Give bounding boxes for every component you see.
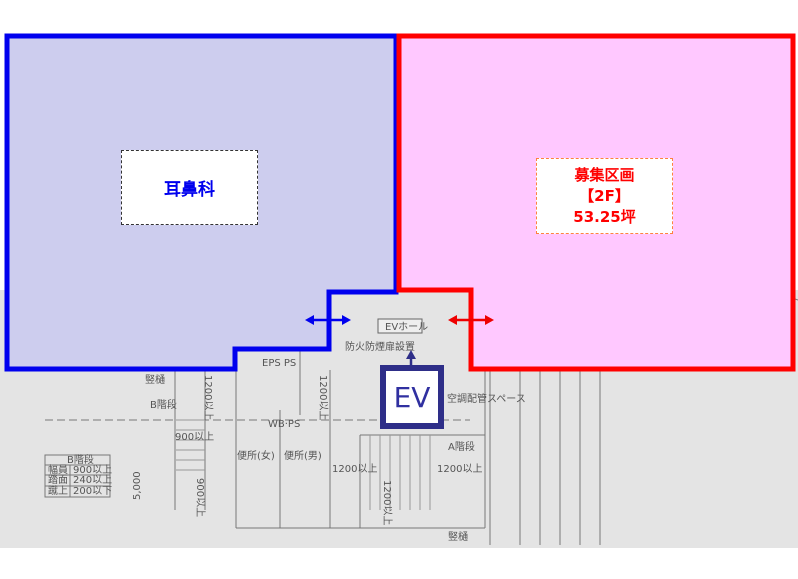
table-cell: 900以上 (73, 464, 112, 476)
dimension-label: 900以上 (175, 431, 214, 443)
vacant-title: 募集区画 (574, 165, 635, 184)
table-cell: 蹴上 (48, 484, 68, 497)
elevator-label: EV (393, 380, 431, 414)
duct-space-label: 空調配管スペース (447, 392, 526, 405)
table-title: B階段 (67, 453, 94, 466)
downspout-label: 竪樋 (145, 373, 165, 386)
clinic-label: 耳鼻科 (164, 180, 215, 200)
elevator-box[interactable]: EV (380, 365, 444, 429)
toilet-female-label: 便所(女) (237, 449, 275, 462)
fire-door-label: 防火防煙扉設置 (345, 340, 415, 353)
stair-b-label: B階段 (150, 398, 177, 411)
vacant-floor: 【2F】 (579, 186, 630, 205)
ev-hall-box (377, 318, 423, 334)
clinic-label-box: 耳鼻科 (121, 150, 258, 225)
toilet-male-label: 便所(男) (284, 449, 322, 462)
table-cell: 240以上 (73, 474, 112, 486)
dimension-label: 1200以上 (202, 375, 214, 420)
table-cell: 踏面 (48, 473, 68, 486)
dimension-label: 5,000 (132, 471, 143, 500)
clinic-entrance-arrow (305, 315, 351, 325)
downspout-label: 竪樋 (448, 530, 468, 543)
dimension-label: 1200以上 (317, 375, 329, 420)
dimension-label: 900以上 (194, 478, 206, 517)
table-cell: 幅員 (48, 463, 68, 476)
wb-ps-label: WB·PS (268, 419, 300, 430)
stair-a-label: A階段 (448, 440, 475, 453)
vacant-area-size: 53.25坪 (573, 207, 636, 226)
dimension-label: 1200以上 (381, 480, 393, 525)
stair-b-table (44, 454, 111, 498)
eps-ps-label: EPS PS (262, 358, 296, 369)
dimension-label: 1200以上 (332, 463, 377, 475)
dimension-label: 1200以上 (437, 463, 482, 475)
table-cell: 200以下 (73, 486, 112, 497)
ev-hall-label: EVホール (385, 321, 428, 333)
vacant-label-box: 募集区画 【2F】 53.25坪 (536, 158, 673, 234)
stair-treads (176, 419, 431, 510)
vacant-entrance-arrow (448, 315, 494, 325)
